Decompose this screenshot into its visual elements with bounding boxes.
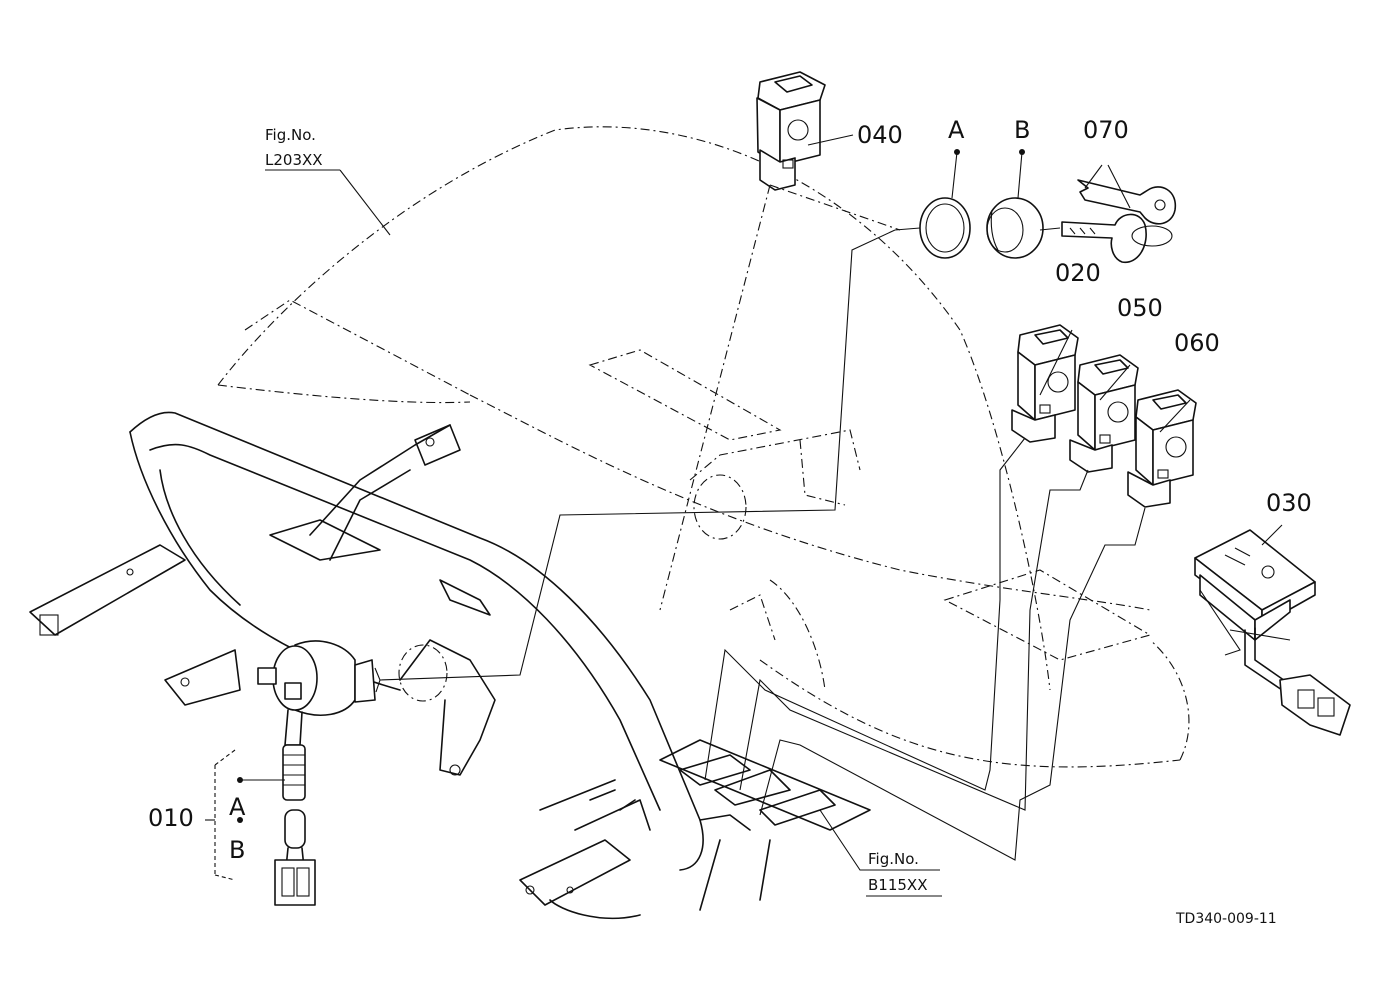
letter-label-a: A <box>948 116 965 144</box>
switch-050 <box>1069 354 1139 473</box>
switch-060 <box>1127 389 1197 508</box>
drawing-code: TD340-009-11 <box>1175 911 1277 927</box>
ring-b <box>986 149 1044 259</box>
letter-label-b: B <box>1014 116 1030 144</box>
keys-070 <box>1061 164 1176 263</box>
fig-ref-bottom-code: B115XX <box>868 876 927 894</box>
part-label-020: 020 <box>1055 259 1101 287</box>
letter-label-a-left: A <box>229 793 246 821</box>
fig-ref-top-label: Fig.No. <box>265 126 316 144</box>
instrument-frame <box>29 411 871 920</box>
leader-lines <box>205 134 1291 871</box>
key-switch-010 <box>214 640 381 906</box>
dashboard-outline <box>217 126 1190 768</box>
part-label-040: 040 <box>857 121 903 149</box>
part-label-030: 030 <box>1266 489 1312 517</box>
part-label-010: 010 <box>148 804 194 832</box>
fig-ref-bottom-label: Fig.No. <box>868 850 919 868</box>
part-label-050: 050 <box>1117 294 1163 322</box>
callout-dot-a-b <box>237 817 243 823</box>
ring-a <box>919 149 971 259</box>
fig-ref-top-code: L203XX <box>265 151 323 169</box>
switch-040 <box>756 71 826 191</box>
letter-label-b-left: B <box>229 836 245 864</box>
socket-030 <box>1194 529 1351 736</box>
switch-020 <box>1011 324 1079 443</box>
part-label-060: 060 <box>1174 329 1220 357</box>
part-label-070: 070 <box>1083 116 1129 144</box>
